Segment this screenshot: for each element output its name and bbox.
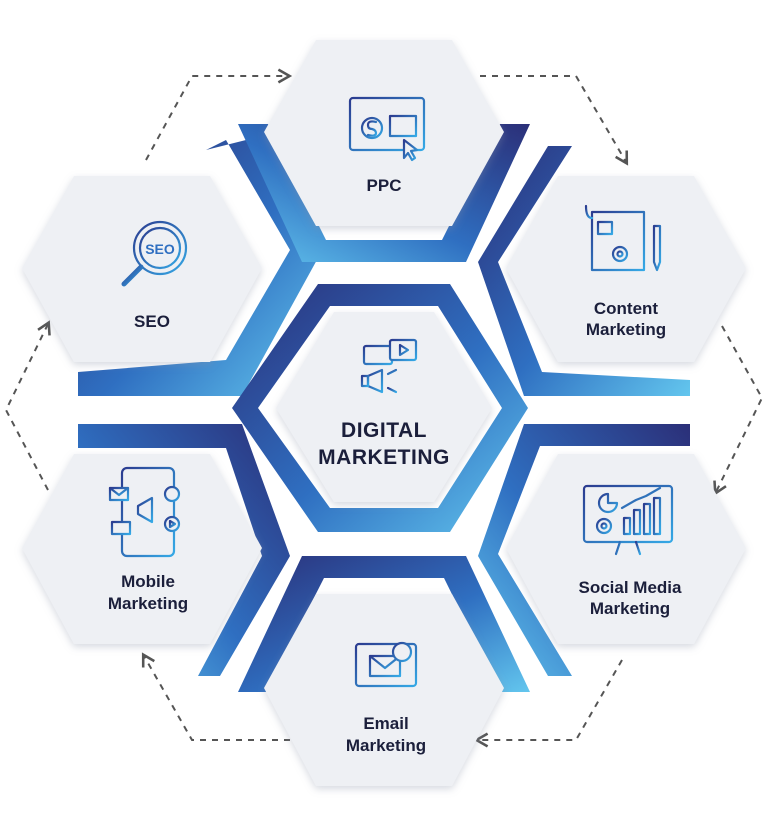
hex-email: [264, 594, 504, 786]
seo-glass-text: SEO: [145, 241, 175, 257]
arrow-social-to-email: [473, 659, 623, 748]
mobile-phone-icon: [108, 466, 181, 558]
band-social-email: [478, 424, 690, 676]
ppc-label: PPC: [367, 176, 402, 195]
band-seo-ppc: [78, 140, 318, 396]
band-email-mobile: [238, 556, 530, 692]
mobile-label-line2: Marketing: [108, 594, 188, 613]
mobile-label-line1: Mobile: [121, 572, 175, 591]
content-document-pen-icon: [576, 204, 670, 274]
social-label-line1: Social Media: [579, 578, 683, 597]
hex-center: [276, 312, 492, 502]
arrow-content-to-social: [713, 325, 764, 496]
arrow-mobile-to-seo: [4, 320, 51, 491]
band-content-social: [478, 146, 690, 396]
social-label-line2: Marketing: [590, 599, 670, 618]
content-label-line1: Content: [594, 299, 659, 318]
megaphone-chat-icon: [360, 338, 418, 394]
hex-social: [506, 454, 746, 644]
ppc-dollar-click-icon: [348, 96, 426, 162]
connector-bands: [78, 124, 690, 692]
seo-magnifier-icon: SEO: [121, 220, 188, 287]
email-laptop-icon: [344, 641, 428, 694]
content-label-line2: Marketing: [586, 320, 666, 339]
arrow-ppc-to-content: [480, 75, 629, 166]
seo-label: SEO: [134, 312, 170, 331]
arrow-seo-to-ppc: [145, 68, 293, 161]
arrow-email-to-mobile: [141, 652, 290, 741]
center-title-line1: DIGITAL: [341, 419, 427, 442]
cycle-arrows: [4, 68, 764, 748]
band-mobile-seo: [78, 424, 290, 676]
band-ppc-content: [238, 124, 530, 262]
center-title-line2: MARKETING: [318, 446, 450, 469]
social-chart-monitor-icon: [582, 484, 674, 558]
email-label-line2: Marketing: [346, 736, 426, 755]
hex-ppc: [264, 40, 504, 226]
email-label-line1: Email: [363, 714, 408, 733]
hex-mobile: [22, 454, 262, 644]
